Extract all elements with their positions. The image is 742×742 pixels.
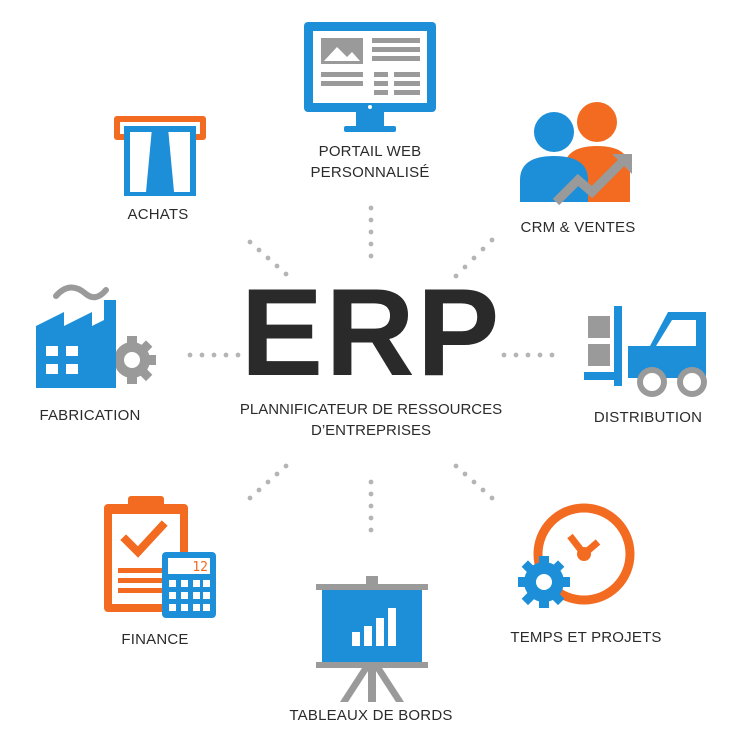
module-label-achats: ACHATS [127, 206, 189, 223]
module-label-distribution: DISTRIBUTION [593, 409, 703, 426]
people-growth-icon [520, 102, 632, 206]
module-label-crm: CRM & VENTES [520, 219, 636, 236]
factory-icon [36, 284, 156, 388]
calculator-display: 12 [192, 560, 208, 575]
forklift-icon [584, 306, 707, 397]
receipt-icon [114, 116, 206, 196]
portail-line2: PERSONNALISÉ [310, 164, 430, 181]
portail-line1: PORTAIL WEB [318, 143, 422, 160]
clipboard-calculator-icon: 12 [104, 496, 216, 618]
presentation-board-icon [316, 576, 428, 702]
module-label-fabrication: FABRICATION [39, 407, 141, 424]
erp-subtitle-line1: PLANNIFICATEUR DE RESSOURCES [239, 401, 503, 418]
module-label-temps: TEMPS ET PROJETS [510, 629, 662, 646]
module-label-tableaux: TABLEAUX DE BORDS [289, 707, 453, 724]
monitor-icon [304, 22, 436, 132]
erp-title: ERP [240, 264, 502, 402]
clock-gear-icon [518, 503, 635, 608]
erp-subtitle: PLANNIFICATEUR DE RESSOURCES D’ENTREPRIS… [200, 399, 542, 441]
module-label-finance: FINANCE [121, 631, 189, 648]
module-label-portail: PORTAIL WEB PERSONNALISÉ [270, 141, 470, 183]
erp-subtitle-line2: D’ENTREPRISES [310, 422, 432, 439]
